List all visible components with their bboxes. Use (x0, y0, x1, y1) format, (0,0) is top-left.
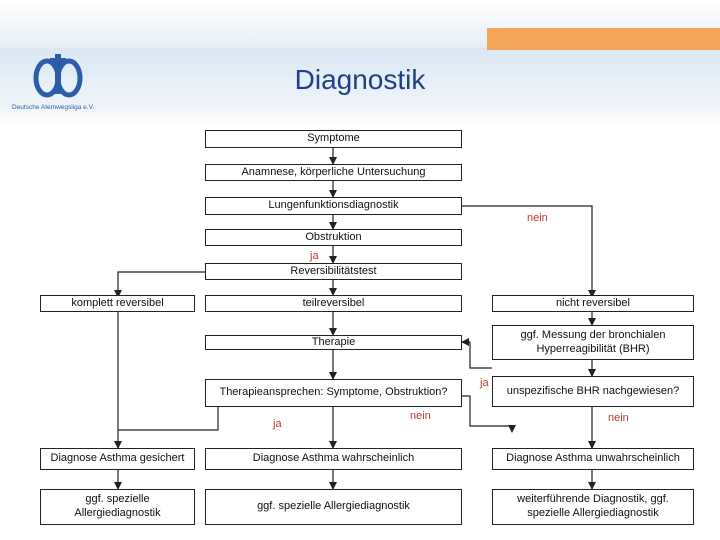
weiterfuehrende-diagnostik-box: weiterführende Diagnostik, ggf. speziell… (492, 489, 694, 525)
label-ja-obstruktion: ja (310, 250, 319, 262)
allergiediagnostik-left-box: ggf. spezielle Allergiediagnostik (40, 489, 195, 525)
label-nein-obstruktion: nein (527, 212, 548, 224)
atemwegsliga-logo-icon (33, 54, 83, 98)
nicht-reversibel-box: nicht reversibel (492, 295, 694, 312)
diagnose-unwahrscheinlich-box: Diagnose Asthma unwahrscheinlich (492, 448, 694, 470)
anamnese-box: Anamnese, körperliche Untersuchung (205, 164, 462, 181)
allergiediagnostik-mid-box: ggf. spezielle Allergiediagnostik (205, 489, 462, 525)
unspezifische-bhr-box: unspezifische BHR nachgewiesen? (492, 376, 694, 407)
header-background (0, 48, 720, 126)
label-nein-therapie: nein (410, 410, 431, 422)
therapieansprechen-box: Therapieansprechen: Symptome, Obstruktio… (205, 379, 462, 407)
komplett-reversibel-box: komplett reversibel (40, 295, 195, 312)
therapie-box: Therapie (205, 335, 462, 350)
messung-bhr-box: ggf. Messung der bronchialen Hyperreagib… (492, 325, 694, 360)
lungenfunktion-box: Lungenfunktionsdiagnostik (205, 197, 462, 215)
page-title: Diagnostik (294, 64, 426, 95)
label-nein-bhr: nein (608, 412, 629, 424)
teilreversibel-box: teilreversibel (205, 295, 462, 312)
obstruktion-box: Obstruktion (205, 229, 462, 246)
diagnose-wahrscheinlich-box: Diagnose Asthma wahrscheinlich (205, 448, 462, 470)
symptome-box: Symptome (205, 130, 462, 148)
label-ja-therapie: ja (273, 418, 282, 430)
label-ja-bhr: ja (480, 377, 489, 389)
reversibilitaet-box: Reversibilitätstest (205, 263, 462, 280)
logo-text: Deutsche Atemwegsliga e.V. (12, 104, 95, 111)
diagnose-gesichert-box: Diagnose Asthma gesichert (40, 448, 195, 470)
accent-bar (487, 28, 720, 50)
